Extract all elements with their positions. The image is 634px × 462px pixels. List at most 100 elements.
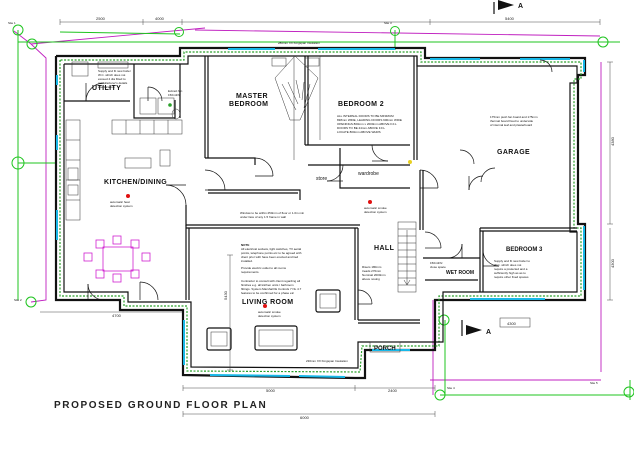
- utility-note-3: exceed 4 dia fitted to: [98, 77, 126, 81]
- utility-note-5: specification: [98, 85, 115, 89]
- living-note-1: NOTE: [241, 243, 249, 247]
- dining-set: [83, 235, 151, 283]
- stair-note-4: above nosing: [362, 277, 380, 281]
- living-note-2: All electrical sockets, light switches, …: [241, 247, 301, 251]
- detectors: [126, 103, 412, 308]
- bedroom2-note-1: ALL INTERNAL DOORS TO BE MINIMUM: [337, 114, 394, 118]
- hall-note-1: Window to be within 250mm of floor or 1.…: [240, 211, 305, 215]
- living-note-3: points, telephone points etc to be agree…: [241, 251, 302, 255]
- dim-top-mid: 4000: [155, 16, 165, 21]
- wetroom-note-1: 150m3/hr: [430, 261, 443, 265]
- doors: [85, 82, 500, 305]
- windows: [56, 48, 585, 378]
- bedroom3-note-1: Supply and fit new boiler to: [494, 259, 530, 263]
- stair-note-2: treads 270mm: [362, 269, 382, 273]
- smoke-det-hall-2: detection system: [364, 210, 387, 214]
- utility-note-1: Supply and fit new boiler: [98, 69, 131, 73]
- dim-right-bottom: 4300: [610, 258, 615, 268]
- living-note-10: fittings. System Marshall IE Controls 7 …: [241, 287, 302, 291]
- heat-det-2: detection system: [110, 204, 133, 208]
- ext-fan-2: 150m3/hr: [168, 93, 181, 97]
- room-label-living-room: LIVING ROOM: [242, 299, 293, 306]
- master-bath-fittings: [271, 55, 321, 160]
- site-label-5: Site 5: [590, 381, 598, 385]
- grid-lines: [11, 24, 634, 401]
- living-note-5: installed.: [241, 259, 253, 263]
- room-label-master-2: BEDROOM: [229, 101, 268, 108]
- utility-note-4: manufacturer's details: [98, 81, 128, 85]
- dim-bottom-total: 6000: [300, 415, 310, 420]
- room-labels: UTILITY KITCHEN/DINING MASTER BEDROOM BE…: [92, 85, 543, 353]
- garage-note-3: of internal leaf and plasterboard: [490, 123, 533, 127]
- dim-left-bottom: 4700: [112, 313, 122, 318]
- bedroom2-note-3: OPENINGS 800mm x 2000mm ABOVE F.F.L: [337, 122, 397, 126]
- smoke-det-living-2: detection system: [258, 314, 281, 318]
- insulation-bottom: 230mm XX Kingspan Insulation: [306, 359, 348, 363]
- bedroom2-note-4: DOORS TO BE 44mm ABOVE F.F.L: [337, 126, 385, 130]
- room-label-bedroom-2: BEDROOM 2: [338, 101, 384, 108]
- room-label-master-1: MASTER: [236, 93, 268, 100]
- room-label-utility: UTILITY: [92, 85, 121, 92]
- ext-fan-1: Extract fan: [168, 89, 183, 93]
- smoke-det-living-1: automatic smoke: [258, 310, 281, 314]
- section-marker-top: A: [493, 0, 523, 14]
- garage-note-1: 175mm push fan board and 175mm: [490, 115, 538, 119]
- bedroom2-note-5: LOCATE 800mm ABOVE WHRS: [337, 130, 381, 134]
- dim-bottom-mid: 5000: [266, 388, 276, 393]
- room-label-wardrobe: wardrobe: [358, 171, 379, 177]
- section-a-top-label: A: [518, 3, 523, 10]
- bedroom3-note-4: sufficiently high as as to: [494, 271, 526, 275]
- site-label-1: Site 1: [8, 21, 16, 25]
- garage-note-2: thermal board fixed to underside: [490, 119, 533, 123]
- stair-note-3: Nominal 2000mm: [362, 273, 386, 277]
- external-walls: [54, 46, 587, 380]
- living-note-11: features to be confirmed for a phase etc: [241, 291, 295, 295]
- internal-walls: [64, 56, 577, 324]
- room-label-bedroom-3: BEDROOM 3: [506, 247, 543, 253]
- living-note-7: requirements.: [241, 270, 260, 274]
- bedroom2-note-2: 838mm WIDE, LEADING DOORS 900mm WIDE: [337, 118, 402, 122]
- wetroom-note-2: close space: [430, 265, 446, 269]
- room-label-store: store: [316, 176, 327, 182]
- outer-dimensions: 4700 5000 2400 6000 4380 4300 4300: [40, 61, 615, 420]
- dim-living-vertical: 5430: [223, 290, 228, 300]
- insulation-top: 280mm XX Kingspan Insulation: [278, 41, 320, 45]
- dim-top-left: 2500: [96, 16, 106, 21]
- dim-wetroom: 4300: [507, 321, 517, 326]
- hall-note-2: under face of any 1.5 frame in wall: [240, 215, 286, 219]
- room-label-kitchen-dining: KITCHEN/DINING: [104, 179, 167, 186]
- site-label-2: Site 2: [14, 298, 22, 302]
- living-note-4: client prior with have been erected and …: [241, 255, 299, 259]
- living-note-9: finishes e.g. all kitchen units / bathro…: [241, 283, 294, 287]
- dim-bottom-right: 2400: [388, 388, 398, 393]
- room-label-porch: PORCH: [374, 346, 396, 352]
- utility-fittings: [71, 61, 181, 120]
- annotations: Supply and fit new boiler W.C. which doe…: [8, 21, 598, 390]
- site-label-4: Site 4: [447, 386, 455, 390]
- section-marker-bottom: A: [461, 320, 491, 336]
- dim-right-top: 4380: [610, 136, 615, 146]
- kitchen-units: [65, 119, 183, 221]
- bedroom3-note-2: W.C. which does not: [494, 263, 522, 267]
- staircase: [397, 221, 417, 293]
- dim-top-right: 5400: [505, 16, 515, 21]
- room-label-wet-room: WET ROOM: [446, 270, 474, 276]
- bedroom3-note-5: require other fixed spaces: [494, 275, 529, 279]
- drawing-title: PROPOSED GROUND FLOOR PLAN: [54, 400, 267, 411]
- bedroom3-note-3: require a prelected and a: [494, 267, 528, 271]
- stair-note-1: Risers 180mm: [362, 265, 382, 269]
- section-a-bottom-label: A: [486, 329, 491, 336]
- living-note-8: Contractor to consult with client regard…: [241, 279, 300, 283]
- boundary-lines: [13, 27, 602, 395]
- utility-note-2: W.C. which does not: [98, 73, 126, 77]
- heat-det-1: automatic heat: [110, 200, 130, 204]
- room-label-hall: HALL: [374, 245, 395, 252]
- site-label-3: Site 3: [384, 21, 392, 25]
- living-note-6: Provide electric outlet to all rooms: [241, 266, 287, 270]
- smoke-det-hall-1: automatic smoke: [364, 206, 387, 210]
- garage-doors: [459, 59, 553, 183]
- room-label-garage: GARAGE: [497, 149, 530, 156]
- living-furniture: 5430: [206, 254, 341, 371]
- top-dimensions: 2500 4000 5400: [59, 16, 601, 25]
